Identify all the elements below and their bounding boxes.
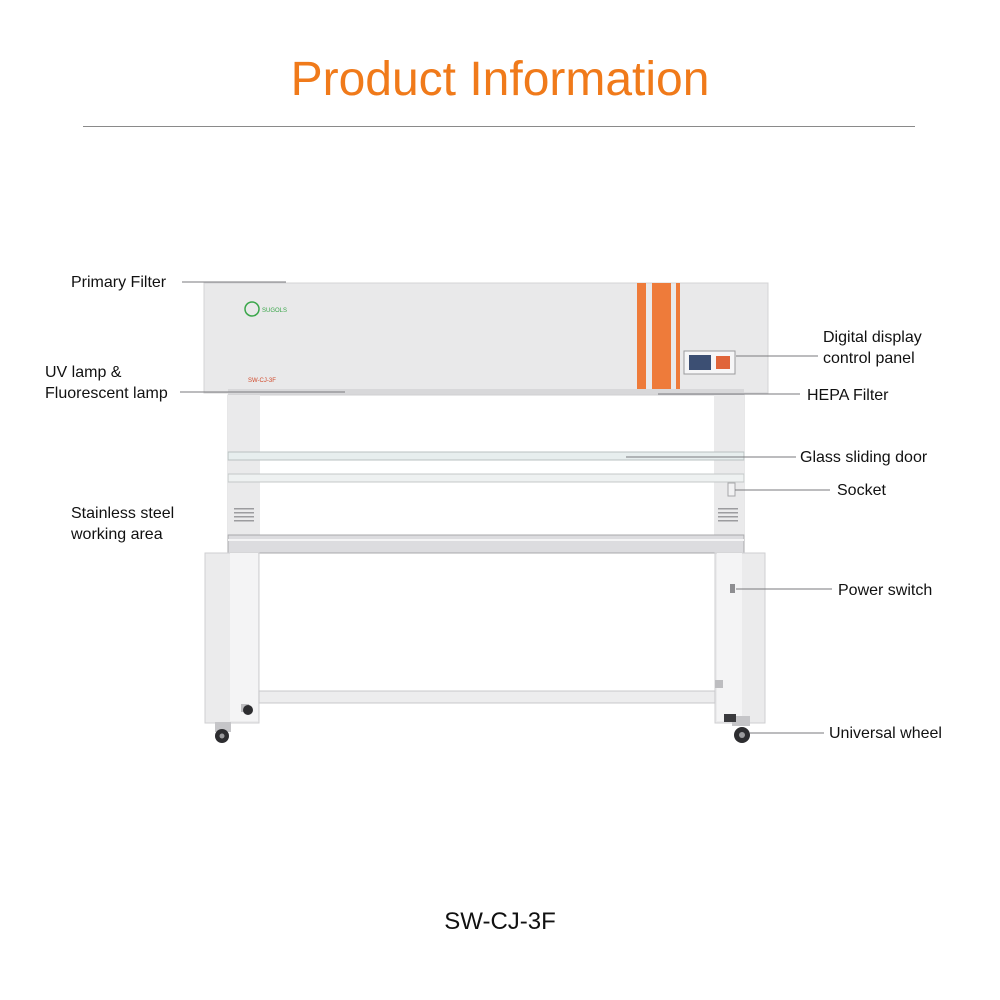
display-screen <box>689 355 711 370</box>
model-name: SW-CJ-3F <box>444 908 556 935</box>
panel-button <box>716 356 730 369</box>
power-switch <box>730 584 735 593</box>
callout-power-switch: Power switch <box>838 582 933 599</box>
bottom-crossbar <box>258 690 716 704</box>
brand-logo-text: SUGOLS <box>262 308 287 314</box>
page-title: Product Information <box>290 53 710 106</box>
brand-logo-icon <box>244 301 260 317</box>
callout-hepa-filter: HEPA Filter <box>807 387 889 404</box>
wheel-right-rear <box>715 680 723 688</box>
orange-stripe-center <box>652 283 671 389</box>
orange-stripe-right <box>676 283 680 389</box>
top-hood <box>203 282 769 394</box>
universal-wheel <box>724 714 750 743</box>
left-side-panel <box>228 395 260 535</box>
right-side-panel <box>714 395 744 535</box>
callout-glass-door: Glass sliding door <box>800 449 928 466</box>
callout-socket: Socket <box>837 482 886 499</box>
wheel-left-front <box>241 704 253 715</box>
orange-stripe-left <box>637 283 646 389</box>
wheel-left-rear <box>215 722 231 743</box>
stainless-work-surface <box>227 534 745 554</box>
callout-universal-wheel: Universal wheel <box>829 725 942 742</box>
glass-sliding-door <box>227 451 745 461</box>
callout-uv-lamp: UV lamp & Fluorescent lamp <box>45 364 168 402</box>
front-model-label: SW-CJ-3F <box>248 378 276 384</box>
callout-stainless-area: Stainless steel working area <box>71 505 175 543</box>
lamp-strip <box>228 389 744 395</box>
title-divider <box>83 126 915 127</box>
callout-digital-panel: Digital display control panel <box>823 329 922 367</box>
socket <box>727 482 736 497</box>
callout-primary-filter: Primary Filter <box>71 274 167 291</box>
work-chamber <box>227 394 745 536</box>
